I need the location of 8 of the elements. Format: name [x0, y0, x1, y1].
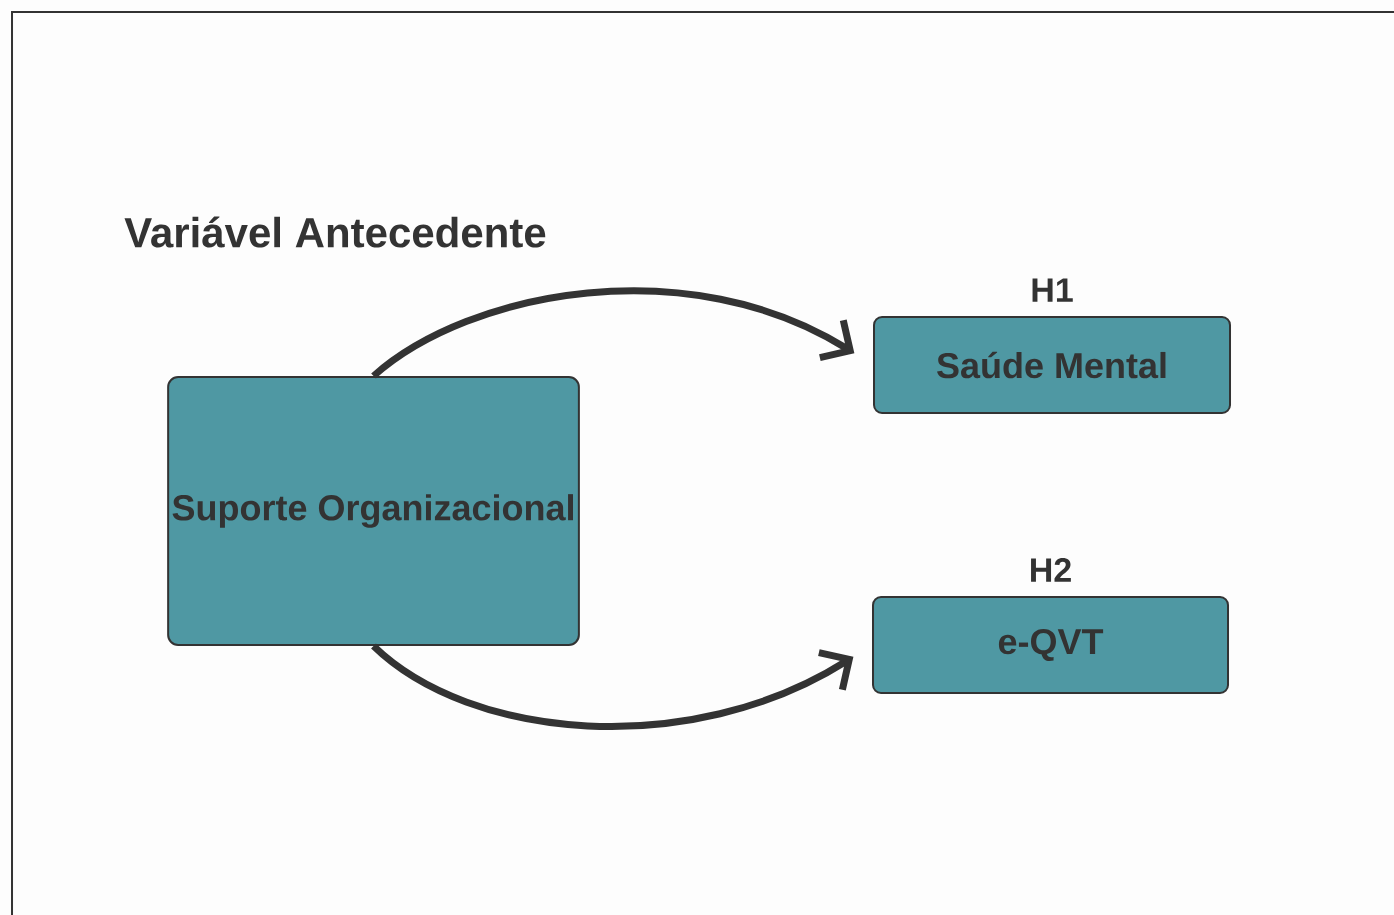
curved-arrow [371, 287, 855, 379]
process-box: Saúde Mental [873, 316, 1231, 414]
hypothesis-label: H2 [1031, 558, 1071, 582]
heading: Variável Antecedente [124, 216, 546, 248]
curved-arrow [371, 643, 854, 730]
hypothesis-label: H1 [1032, 278, 1073, 302]
process-box: Suporte Organizacional [167, 376, 580, 646]
process-box: e-QVT [872, 596, 1229, 694]
